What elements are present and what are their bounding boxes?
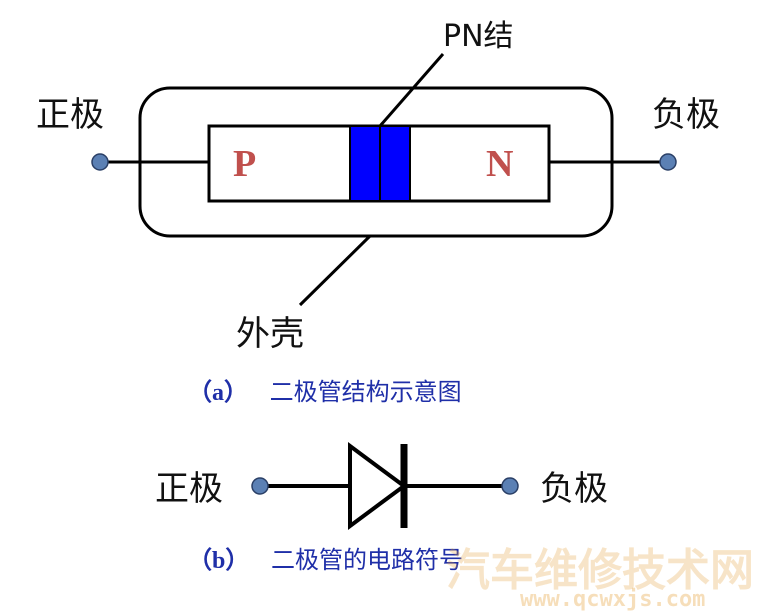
anode-terminal	[91, 153, 109, 171]
watermark-url: www.qcwxjs.com	[520, 587, 705, 612]
caption-a: （a） 二极管结构示意图	[188, 378, 462, 406]
pn-junction-label: PN结	[443, 19, 514, 54]
caption-a-text: 二极管结构示意图	[270, 378, 462, 406]
pn-junction-p-side	[349, 125, 381, 202]
diode-structure-diagram: P N 正极 负极 PN结 外壳 （a） 二极管结构示意图	[36, 19, 720, 406]
n-region-label: N	[486, 143, 513, 185]
caption-b-text: 二极管的电路符号	[271, 546, 463, 574]
p-region-label: P	[233, 143, 256, 185]
symbol-cathode-terminal	[501, 477, 519, 495]
diode-circuit-symbol: 正极 负极 （b） 二极管的电路符号	[155, 442, 608, 574]
anode-label: 正极	[36, 95, 104, 135]
caption-b-prefix: （b）	[188, 547, 249, 574]
watermark-text: 汽车维修技术网	[446, 545, 754, 596]
pn-junction-pointer	[378, 53, 445, 127]
caption-a-prefix: （a）	[188, 379, 248, 406]
pn-junction-n-side	[379, 125, 411, 202]
site-watermark: 汽车维修技术网 www.qcwxjs.com	[446, 545, 754, 612]
diode-triangle	[348, 442, 408, 530]
symbol-cathode-label: 负极	[540, 469, 608, 509]
casing-label: 外壳	[236, 314, 304, 354]
symbol-anode-terminal	[251, 477, 269, 495]
symbol-anode-label: 正极	[155, 469, 223, 509]
caption-b: （b） 二极管的电路符号	[188, 546, 463, 574]
cathode-terminal	[659, 153, 677, 171]
cathode-label: 负极	[652, 95, 720, 135]
casing-pointer	[298, 234, 372, 307]
